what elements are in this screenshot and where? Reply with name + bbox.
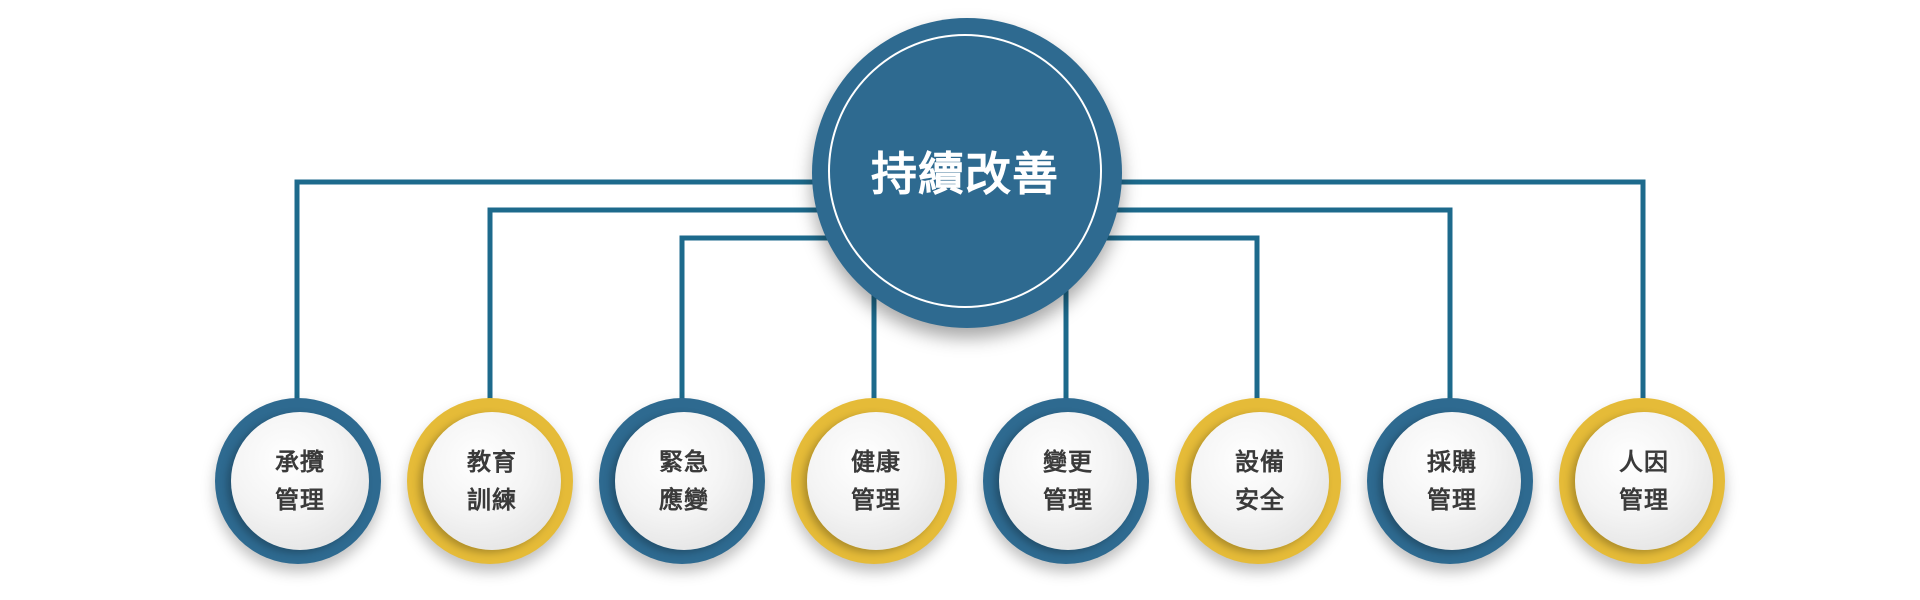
- center-node-ring: 持續改善: [828, 34, 1102, 308]
- connector-3: [679, 235, 880, 400]
- center-node: 持續改善: [812, 18, 1122, 328]
- child-node-face: 採購 管理: [1383, 412, 1521, 550]
- connector-6: [1060, 235, 1260, 400]
- child-label-line1: 承攬: [275, 448, 325, 476]
- center-title: 持續改善: [871, 147, 1059, 201]
- child-label-line1: 健康: [851, 448, 901, 476]
- child-node-change-management: 變更 管理: [983, 398, 1149, 564]
- connector-2: [487, 207, 870, 400]
- child-label-line1: 設備: [1235, 448, 1285, 476]
- child-label-line2: 訓練: [467, 486, 517, 514]
- child-node-contractor-management: 承攬 管理: [215, 398, 381, 564]
- child-node-face: 人因 管理: [1575, 412, 1713, 550]
- child-label-line2: 管理: [1619, 486, 1669, 514]
- child-label-line1: 採購: [1427, 448, 1477, 476]
- child-label-line1: 教育: [467, 448, 517, 476]
- child-node-equipment-safety: 設備 安全: [1175, 398, 1341, 564]
- child-node-procurement-management: 採購 管理: [1367, 398, 1533, 564]
- child-label-line1: 緊急: [659, 448, 709, 476]
- connector-8: [1080, 179, 1646, 400]
- child-node-education-training: 教育 訓練: [407, 398, 573, 564]
- connector-1: [294, 179, 860, 400]
- child-label-line2: 管理: [1427, 486, 1477, 514]
- child-node-human-factors-management: 人因 管理: [1559, 398, 1725, 564]
- child-node-face: 緊急 應變: [615, 412, 753, 550]
- child-label-line2: 管理: [275, 486, 325, 514]
- connector-7: [1070, 207, 1453, 400]
- child-node-face: 教育 訓練: [423, 412, 561, 550]
- child-label-line2: 管理: [851, 486, 901, 514]
- child-label-line2: 應變: [659, 486, 709, 514]
- child-label-line2: 管理: [1043, 486, 1093, 514]
- child-node-emergency-response: 緊急 應變: [599, 398, 765, 564]
- child-label-line1: 人因: [1619, 448, 1669, 476]
- child-node-face: 變更 管理: [999, 412, 1137, 550]
- child-label-line2: 安全: [1235, 486, 1285, 514]
- child-label-line1: 變更: [1043, 448, 1093, 476]
- child-node-face: 健康 管理: [807, 412, 945, 550]
- child-node-health-management: 健康 管理: [791, 398, 957, 564]
- child-node-face: 設備 安全: [1191, 412, 1329, 550]
- child-node-face: 承攬 管理: [231, 412, 369, 550]
